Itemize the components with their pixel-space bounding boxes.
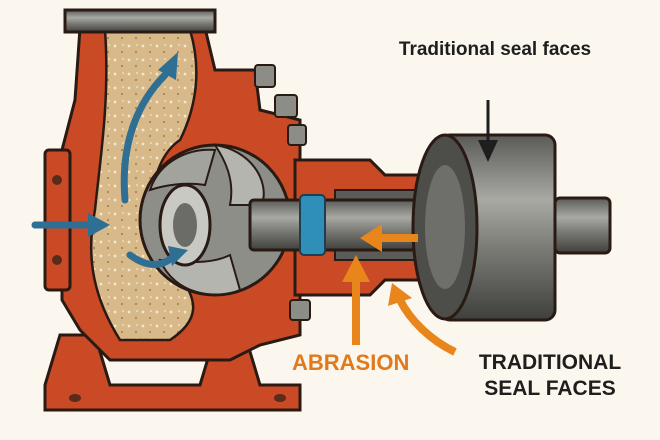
bolts: [254, 64, 311, 321]
label-pointer-arrow: [478, 100, 498, 162]
abrasion-label: ABRASION: [292, 350, 410, 375]
bottom-seal-faces-label: TRADITIONAL SEAL FACES: [478, 351, 622, 400]
abrasion-arrows: [342, 224, 457, 356]
flow-arrows: [31, 52, 188, 268]
top-seal-faces-label: Traditional seal faces: [398, 39, 592, 60]
o-ring: [299, 194, 326, 256]
discharge-flange: [63, 8, 217, 34]
seal-faces-cylinder: [411, 133, 612, 322]
